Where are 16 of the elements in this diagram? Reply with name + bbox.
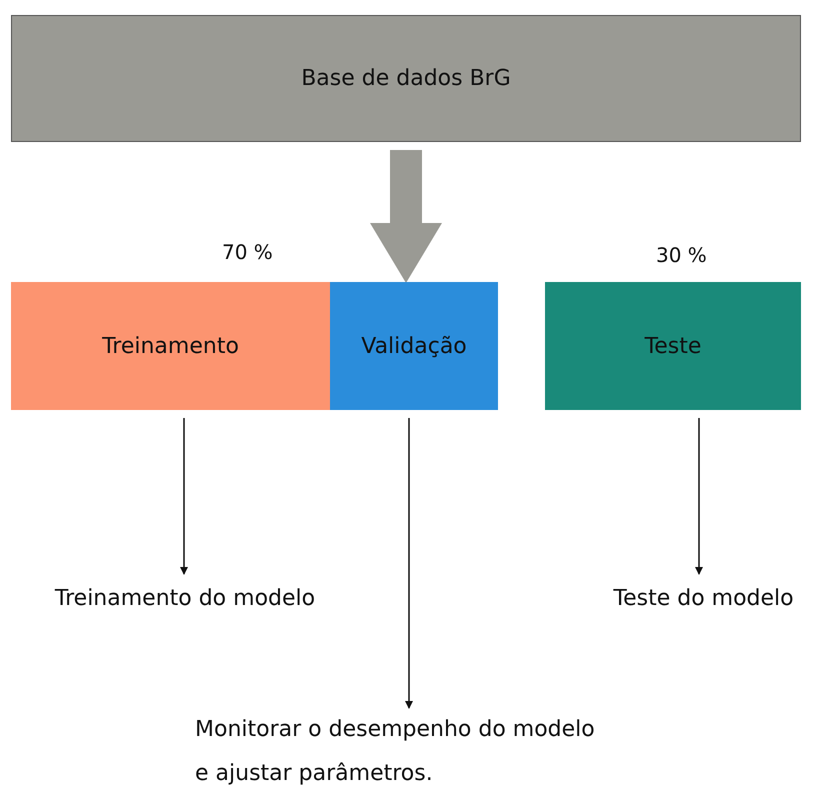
description-text: Monitorar o desempenho do modelo e ajustar parâmetros. xyxy=(195,716,595,788)
box-label: Teste xyxy=(644,334,702,358)
percentage-label: 70 % xyxy=(222,240,273,264)
database-box xyxy=(11,15,801,142)
arrow xyxy=(695,418,703,575)
box-label: Validação xyxy=(361,334,467,358)
percentage-label: 30 % xyxy=(656,243,707,267)
description-text: Teste do modelo xyxy=(613,586,794,610)
description-text: Treinamento do modelo xyxy=(54,586,316,610)
test-box xyxy=(545,282,801,410)
box-label: Base de dados BrG xyxy=(301,66,511,91)
arrow xyxy=(405,418,413,709)
training-box xyxy=(11,282,330,410)
validation-box xyxy=(330,282,498,410)
box-label: Treinamento xyxy=(102,334,239,358)
arrow xyxy=(180,418,188,575)
